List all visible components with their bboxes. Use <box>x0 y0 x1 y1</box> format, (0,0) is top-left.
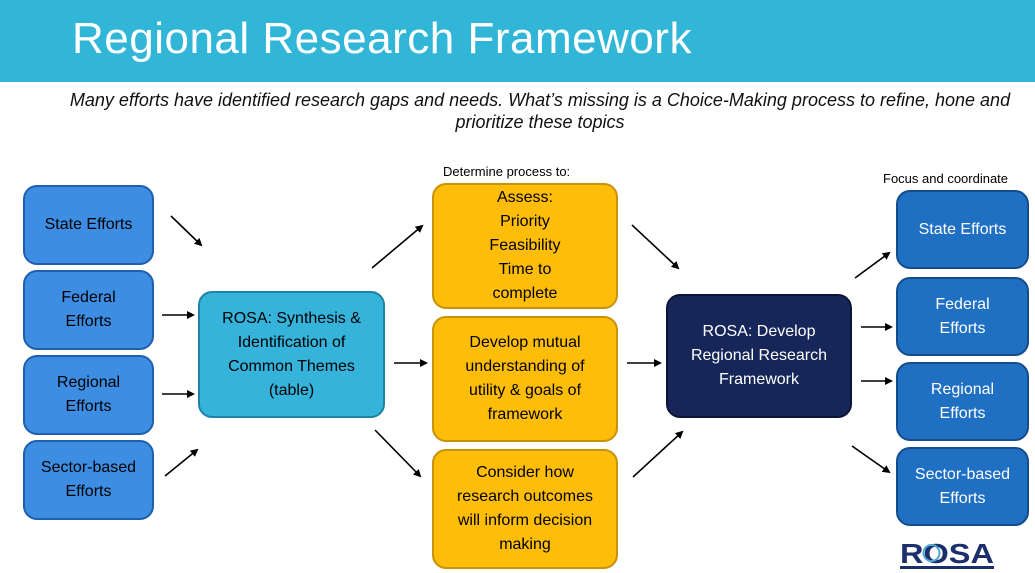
arrow-framework-to-state <box>854 251 891 279</box>
input-regional-efforts: Regional Efforts <box>23 355 154 435</box>
page-title: Regional Research Framework <box>72 14 692 63</box>
output-sector-based-efforts: Sector-based Efforts <box>896 447 1029 526</box>
subtitle: Many efforts have identified research ga… <box>69 90 1011 132</box>
arrow-framework-to-sector <box>851 445 891 474</box>
arrow-synthesis-to-decision <box>374 429 422 478</box>
output-state-efforts: State Efforts <box>896 190 1029 269</box>
arrow-assess-to-framework <box>631 224 680 270</box>
input-sector-based-efforts: Sector-based Efforts <box>23 440 154 520</box>
process-decision-box: Consider how research outcomes will info… <box>432 449 618 569</box>
process-heading: Determine process to: <box>443 164 571 179</box>
input-federal-efforts: Federal Efforts <box>23 270 154 350</box>
arrow-sector-to-synthesis <box>164 448 199 477</box>
rosa-logo-text: ROSA <box>900 538 994 569</box>
output-federal-efforts: Federal Efforts <box>896 277 1029 356</box>
input-state-efforts: State Efforts <box>23 185 154 265</box>
process-assess-box: Assess: Priority Feasibility Time to com… <box>432 183 618 309</box>
process-understanding-box: Develop mutual understanding of utility … <box>432 316 618 442</box>
framework-box: ROSA: Develop Regional Research Framewor… <box>666 294 852 418</box>
rosa-logo: ROSA <box>900 538 994 569</box>
arrow-state-to-synthesis <box>170 215 203 247</box>
title-banner: Regional Research Framework <box>0 0 1035 82</box>
arrow-decision-to-framework <box>632 430 684 478</box>
compass-icon <box>922 544 941 562</box>
logo-underline <box>900 566 994 569</box>
arrow-synthesis-to-assess <box>371 224 424 269</box>
outputs-heading: Focus and coordinate <box>883 171 1009 186</box>
output-regional-efforts: Regional Efforts <box>896 362 1029 441</box>
synthesis-box: ROSA: Synthesis & Identification of Comm… <box>198 291 385 418</box>
